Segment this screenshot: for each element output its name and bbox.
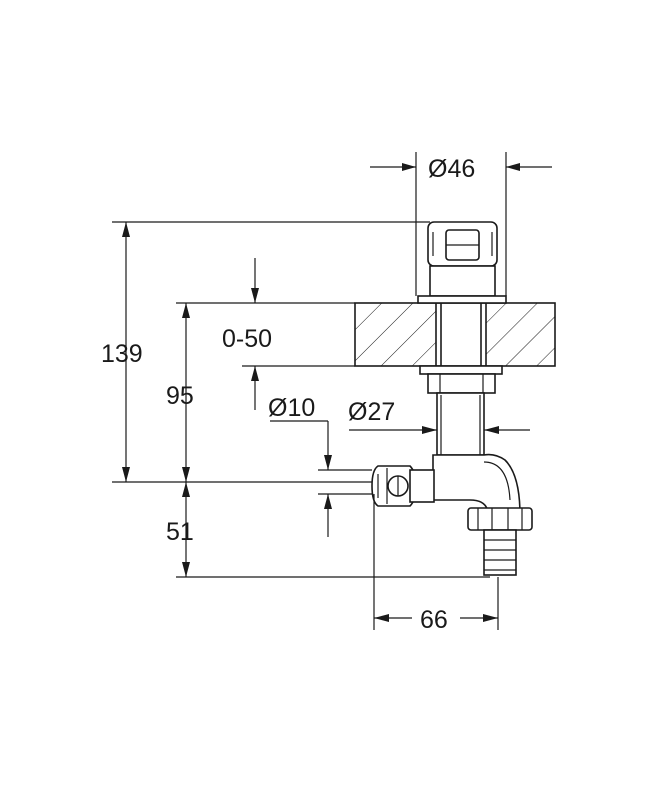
body-diameter-label: Ø27: [348, 398, 395, 426]
projection-label: 66: [420, 606, 448, 634]
height-to-outlet-label: 95: [166, 382, 194, 410]
dimension-outlet-diameter: Ø10: [268, 394, 372, 537]
dimension-projection: 66: [373, 494, 499, 634]
dimension-top-diameter: Ø46: [370, 152, 552, 296]
wall-section: [354, 302, 556, 367]
outlet-drop-label: 51: [166, 518, 194, 546]
top-diameter-label: Ø46: [428, 155, 475, 183]
outlet-diameter-label: Ø10: [268, 394, 315, 422]
overall-height-label: 139: [101, 340, 143, 368]
wall-thickness-label: 0-50: [222, 325, 272, 353]
dimension-body-diameter: Ø27: [348, 398, 530, 434]
dimension-wall-thickness: 0-50: [176, 258, 355, 410]
dimension-outlet-drop: 51: [166, 482, 490, 578]
dimension-overall-height: 139: [101, 221, 430, 483]
valve-body: [371, 221, 533, 576]
dimension-height-to-outlet: 95: [166, 303, 194, 482]
